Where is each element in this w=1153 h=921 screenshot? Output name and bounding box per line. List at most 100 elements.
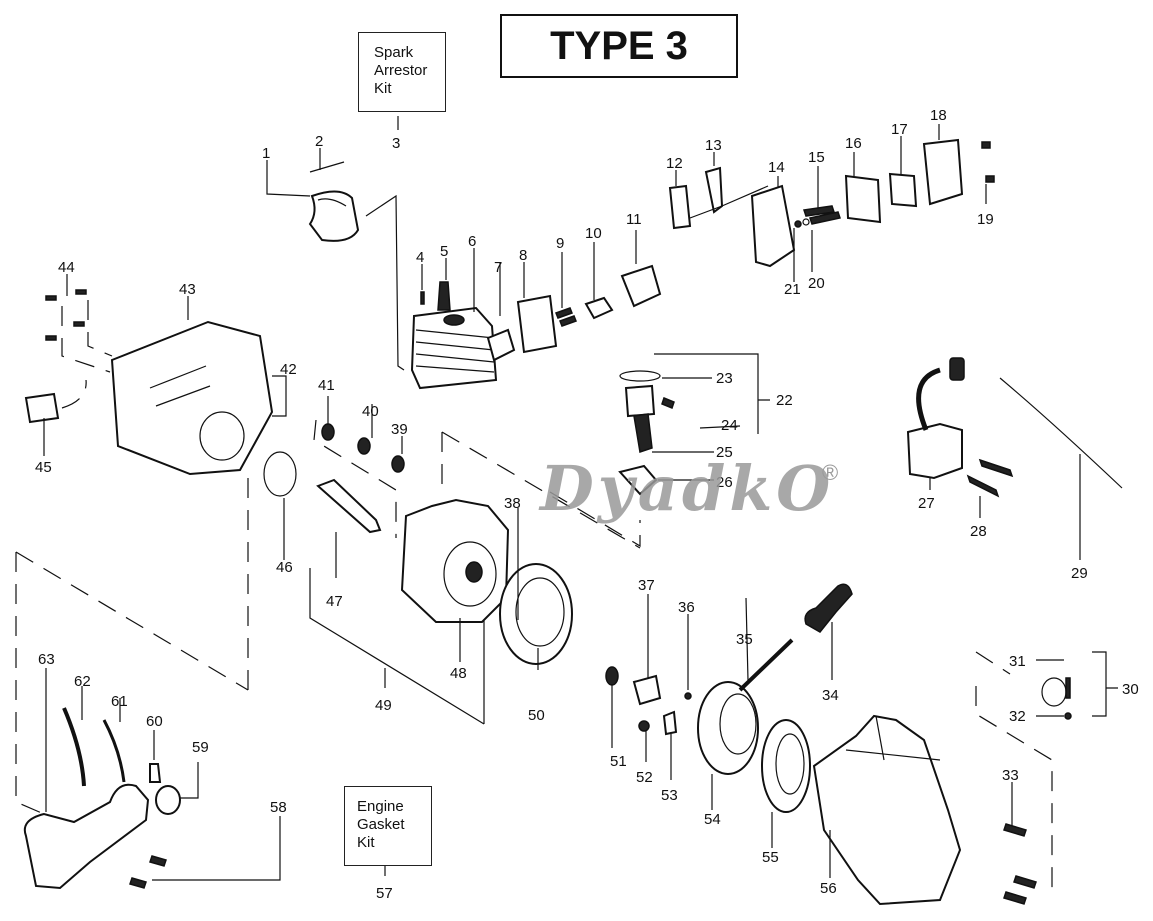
pivot-37-part bbox=[632, 674, 662, 706]
fuel-tank-part bbox=[23, 783, 150, 890]
callout-35: 35 bbox=[736, 631, 753, 648]
callout-61: 61 bbox=[111, 693, 128, 710]
flywheel-part bbox=[499, 563, 573, 665]
callout-27: 27 bbox=[918, 495, 935, 512]
callout-40: 40 bbox=[362, 403, 379, 420]
kit-line: Arrestor bbox=[374, 62, 428, 79]
callout-23: 23 bbox=[716, 370, 733, 387]
callout-19: 19 bbox=[977, 211, 994, 228]
bearing-40-part bbox=[357, 437, 371, 455]
kit-line: Spark bbox=[374, 44, 414, 61]
bearing-39-part bbox=[391, 455, 405, 473]
callout-62: 62 bbox=[74, 673, 91, 690]
shroud-part bbox=[110, 320, 274, 476]
screw-52-part bbox=[638, 720, 650, 732]
piston-part bbox=[624, 384, 656, 418]
callout-5: 5 bbox=[440, 243, 448, 260]
callout-39: 39 bbox=[391, 421, 408, 438]
choke-lever-part bbox=[704, 166, 724, 214]
callout-15: 15 bbox=[808, 149, 825, 166]
callout-22: 22 bbox=[776, 392, 793, 409]
kit-line: Kit bbox=[357, 834, 375, 851]
callout-33: 33 bbox=[1002, 767, 1019, 784]
insulator-part bbox=[516, 294, 558, 354]
callout-56: 56 bbox=[820, 880, 837, 897]
kit-line: Engine bbox=[357, 798, 404, 815]
wire-part bbox=[999, 377, 1123, 489]
callout-8: 8 bbox=[519, 247, 527, 264]
callout-54: 54 bbox=[704, 811, 721, 828]
callout-21: 21 bbox=[784, 281, 801, 298]
callout-49: 49 bbox=[375, 697, 392, 714]
plate-part bbox=[668, 184, 692, 230]
screws-part bbox=[555, 307, 577, 327]
screw-part bbox=[420, 291, 425, 305]
screw-36-part bbox=[684, 692, 692, 700]
leader-lines bbox=[43, 116, 1118, 881]
coil-screws-part bbox=[966, 458, 1014, 498]
callout-12: 12 bbox=[666, 155, 683, 172]
housing-screws-part bbox=[1003, 823, 1037, 905]
air-filter-cover-part bbox=[922, 138, 964, 206]
callout-26: 26 bbox=[716, 474, 733, 491]
engine-gasket-kit-box: Engine Gasket Kit bbox=[344, 786, 432, 866]
callout-44: 44 bbox=[58, 259, 75, 276]
callout-10: 10 bbox=[585, 225, 602, 242]
cylinder-part bbox=[410, 306, 498, 390]
bearing-41-part bbox=[321, 423, 335, 441]
spark-arrestor-kit-box: Spark Arrestor Kit bbox=[358, 32, 446, 112]
callout-59: 59 bbox=[192, 739, 209, 756]
muffler-part bbox=[308, 190, 360, 242]
callout-17: 17 bbox=[891, 121, 908, 138]
diagram-title: TYPE 3 bbox=[500, 14, 738, 78]
recoil-spring-part bbox=[761, 719, 811, 813]
callout-60: 60 bbox=[146, 713, 163, 730]
callout-2: 2 bbox=[315, 133, 323, 150]
callout-48: 48 bbox=[450, 665, 467, 682]
bracket-part bbox=[24, 392, 60, 424]
callout-51: 51 bbox=[610, 753, 627, 770]
screws-44-part bbox=[45, 289, 87, 341]
ignition-coil-part bbox=[906, 357, 965, 480]
callout-20: 20 bbox=[808, 275, 825, 292]
piston-pin-part bbox=[661, 397, 675, 409]
kit-line: Kit bbox=[374, 80, 392, 97]
callout-25: 25 bbox=[716, 444, 733, 461]
callout-45: 45 bbox=[35, 459, 52, 476]
callout-36: 36 bbox=[678, 599, 695, 616]
watermark-logo: DyadkO bbox=[540, 452, 835, 525]
fuel-line-61-part bbox=[102, 719, 126, 783]
crankcase-part bbox=[400, 498, 510, 623]
callout-47: 47 bbox=[326, 593, 343, 610]
starter-housing-part bbox=[812, 714, 962, 906]
callout-50: 50 bbox=[528, 707, 545, 724]
clamp-part bbox=[1041, 677, 1072, 720]
callout-53: 53 bbox=[661, 787, 678, 804]
callout-9: 9 bbox=[556, 235, 564, 252]
fuel-cap-part bbox=[155, 785, 181, 815]
spark-plug-part bbox=[437, 281, 451, 311]
callout-52: 52 bbox=[636, 769, 653, 786]
registered-mark: ® bbox=[822, 460, 839, 485]
pulley-part bbox=[697, 681, 759, 775]
callout-31: 31 bbox=[1009, 653, 1026, 670]
piston-ring-part bbox=[619, 370, 661, 382]
tank-screws-part bbox=[129, 855, 167, 889]
bolts-part bbox=[803, 205, 841, 225]
o-ring-part bbox=[263, 451, 297, 497]
callout-55: 55 bbox=[762, 849, 779, 866]
callout-24: 24 bbox=[721, 417, 738, 434]
carb-gasket-part bbox=[584, 296, 614, 320]
callout-42: 42 bbox=[280, 361, 297, 378]
callout-37: 37 bbox=[638, 577, 655, 594]
callout-7: 7 bbox=[494, 259, 502, 276]
washer-51-part bbox=[605, 666, 619, 686]
fuel-filter-part bbox=[149, 763, 162, 783]
callout-14: 14 bbox=[768, 159, 785, 176]
spring-part bbox=[309, 161, 345, 173]
crankshaft-part bbox=[316, 478, 382, 534]
callout-1: 1 bbox=[262, 145, 270, 162]
callout-38: 38 bbox=[504, 495, 521, 512]
callout-30: 30 bbox=[1122, 681, 1139, 698]
